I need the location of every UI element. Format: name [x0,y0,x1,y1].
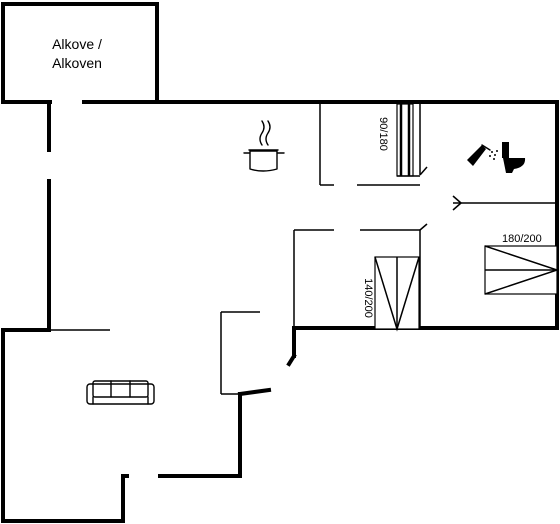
double-bed-dimension: 140/200 [362,278,374,318]
toilet-icon [502,142,526,173]
alcove-walls [1,2,159,104]
living-room-walls [1,328,272,523]
alcove-label-line2: Alkoven [52,55,102,71]
cooking-pot-icon [243,120,285,172]
sofa-icon [86,380,155,405]
interior-partitions [49,102,557,395]
right-bed-dimension: 180/200 [502,233,542,245]
double-bed [374,256,420,332]
alcove-label-line1: Alkove / [52,36,102,52]
upper-wing-walls [155,100,559,367]
wardrobe [396,103,420,177]
right-bed [484,245,560,295]
shower-icon [467,144,498,166]
small-bed-dimension: 90/180 [377,117,389,151]
alcove-label: Alkove / Alkoven [34,35,120,73]
